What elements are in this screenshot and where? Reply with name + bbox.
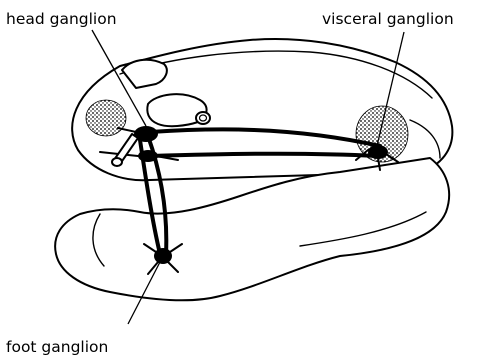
head-ganglion-label: head ganglion: [6, 10, 117, 28]
foot-ganglion: [154, 248, 172, 264]
anterior-adductor-muscle: [86, 100, 126, 136]
visceral-ganglion-label: visceral ganglion: [322, 10, 454, 28]
cerebro-visceral-connective-lower: [150, 154, 378, 156]
visceral-ganglion: [368, 145, 388, 159]
foot-ganglion-label: foot ganglion: [6, 338, 108, 356]
head-tube-opening: [112, 158, 122, 166]
siphon-opening-inner: [200, 115, 207, 121]
foot-outline: [55, 158, 449, 300]
